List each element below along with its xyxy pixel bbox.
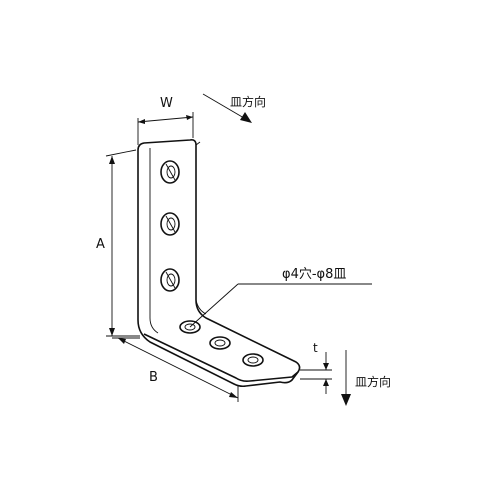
width-label: W xyxy=(160,96,173,111)
hole-spec-label: φ4穴-φ8皿 xyxy=(282,267,346,282)
countersunk-hole-icon xyxy=(160,212,180,236)
countersunk-hole-icon xyxy=(209,336,231,350)
countersunk-hole-icon xyxy=(242,353,264,367)
vertical-holes xyxy=(160,160,180,292)
height-label: A xyxy=(96,237,105,252)
dimension-t: t xyxy=(300,341,332,394)
countersink-direction-right: 皿方向 xyxy=(341,350,391,406)
countersink-dir-top-label: 皿方向 xyxy=(230,94,266,109)
countersink-dir-right-label: 皿方向 xyxy=(355,374,391,389)
plate-edge-top xyxy=(195,141,201,146)
countersunk-hole-icon xyxy=(160,268,180,292)
base-label: B xyxy=(149,370,158,385)
countersunk-hole-icon xyxy=(160,160,180,184)
thickness-label: t xyxy=(313,341,318,355)
arrow-icon xyxy=(240,112,252,123)
l-bracket xyxy=(137,139,301,388)
base-plate-edge xyxy=(143,333,299,382)
bend-line xyxy=(149,148,159,334)
vertical-plate xyxy=(137,139,301,388)
hole-spec-callout: φ4穴-φ8皿 xyxy=(189,267,372,328)
arrow-icon xyxy=(341,394,351,406)
dimension-a: A xyxy=(96,149,140,337)
countersink-direction-top: 皿方向 xyxy=(202,93,266,123)
dimension-b: B xyxy=(112,337,239,402)
base-holes xyxy=(179,320,264,367)
dimension-w: W xyxy=(137,96,194,145)
countersunk-hole-icon xyxy=(179,320,201,334)
